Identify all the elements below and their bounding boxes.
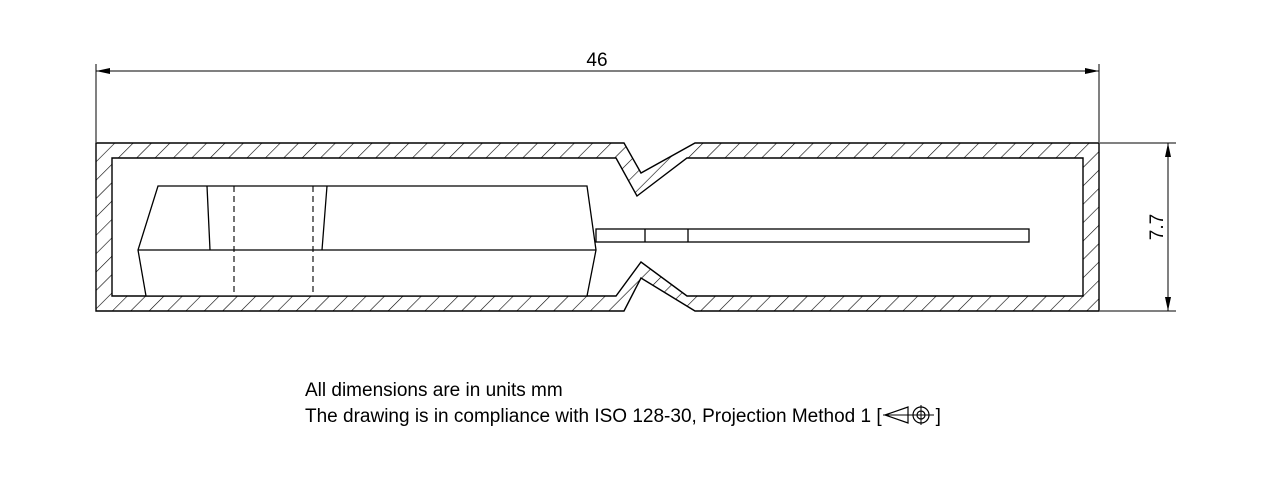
compliance-note-text: The drawing is in compliance with ISO 12… [305,406,882,427]
first-angle-projection-icon [882,405,934,425]
height-dimension-value: 7.7 [1147,214,1168,240]
contact-sleeve [137,185,597,297]
extension-lines [95,64,1176,312]
length-dimension: 46 [96,50,1099,74]
compliance-note-suffix: ] [935,406,941,427]
hidden-lines [233,185,384,296]
height-dimension: 7.7 [1147,143,1171,311]
contact-pin [595,228,1030,243]
units-note: All dimensions are in units mm [305,380,563,401]
compliance-note: The drawing is in compliance with ISO 12… [305,404,941,430]
drawing-notes: All dimensions are in units mm The drawi… [305,378,941,430]
length-dimension-value: 46 [586,50,607,71]
